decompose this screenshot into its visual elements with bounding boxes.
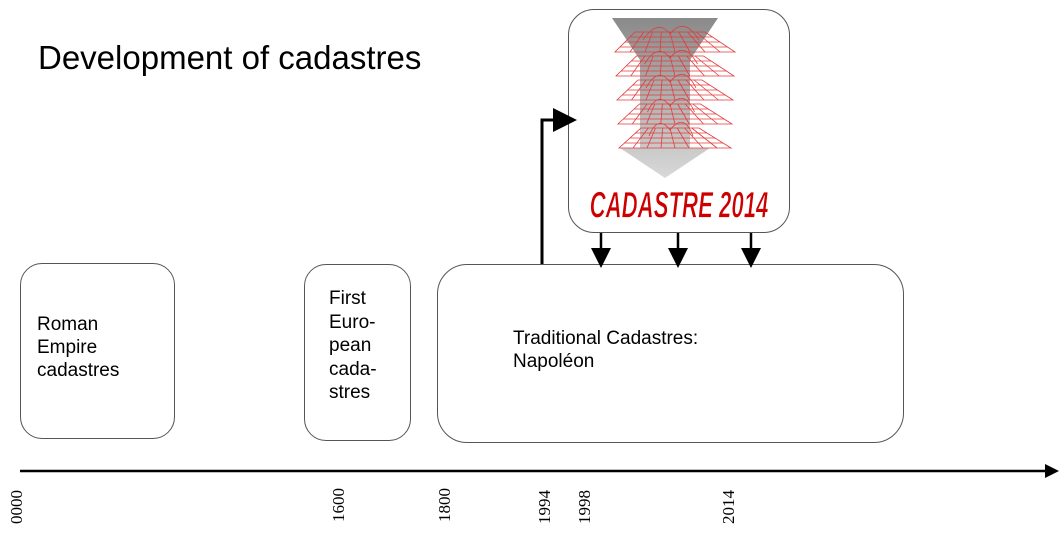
diagram-title: Development of cadastres [38,39,422,76]
year-2014: 2014 [719,490,738,524]
first-european-box [304,264,411,441]
year-1994: 1994 [535,490,554,524]
timeline-arrowhead [1045,464,1059,478]
traditional-cadastres-label: Traditional Cadastres: Napoléon [513,328,699,372]
logo-mesh-planes [614,26,737,149]
arrow-1994-to-logo [540,108,577,264]
roman-empire-label: Roman Empire cadastres [37,314,120,381]
logo-text: CADASTRE 2014 [590,183,769,226]
year-1800: 1800 [435,488,454,522]
roman-empire-box [20,263,175,439]
traditional-cadastres-box [437,264,904,443]
logo-funnel-arrow [612,18,718,178]
first-european-label: First Euro- pean cada- stres [329,288,377,403]
year-1600: 1600 [329,488,348,522]
year-1998: 1998 [575,490,594,524]
year-0000: 0000 [7,490,26,524]
